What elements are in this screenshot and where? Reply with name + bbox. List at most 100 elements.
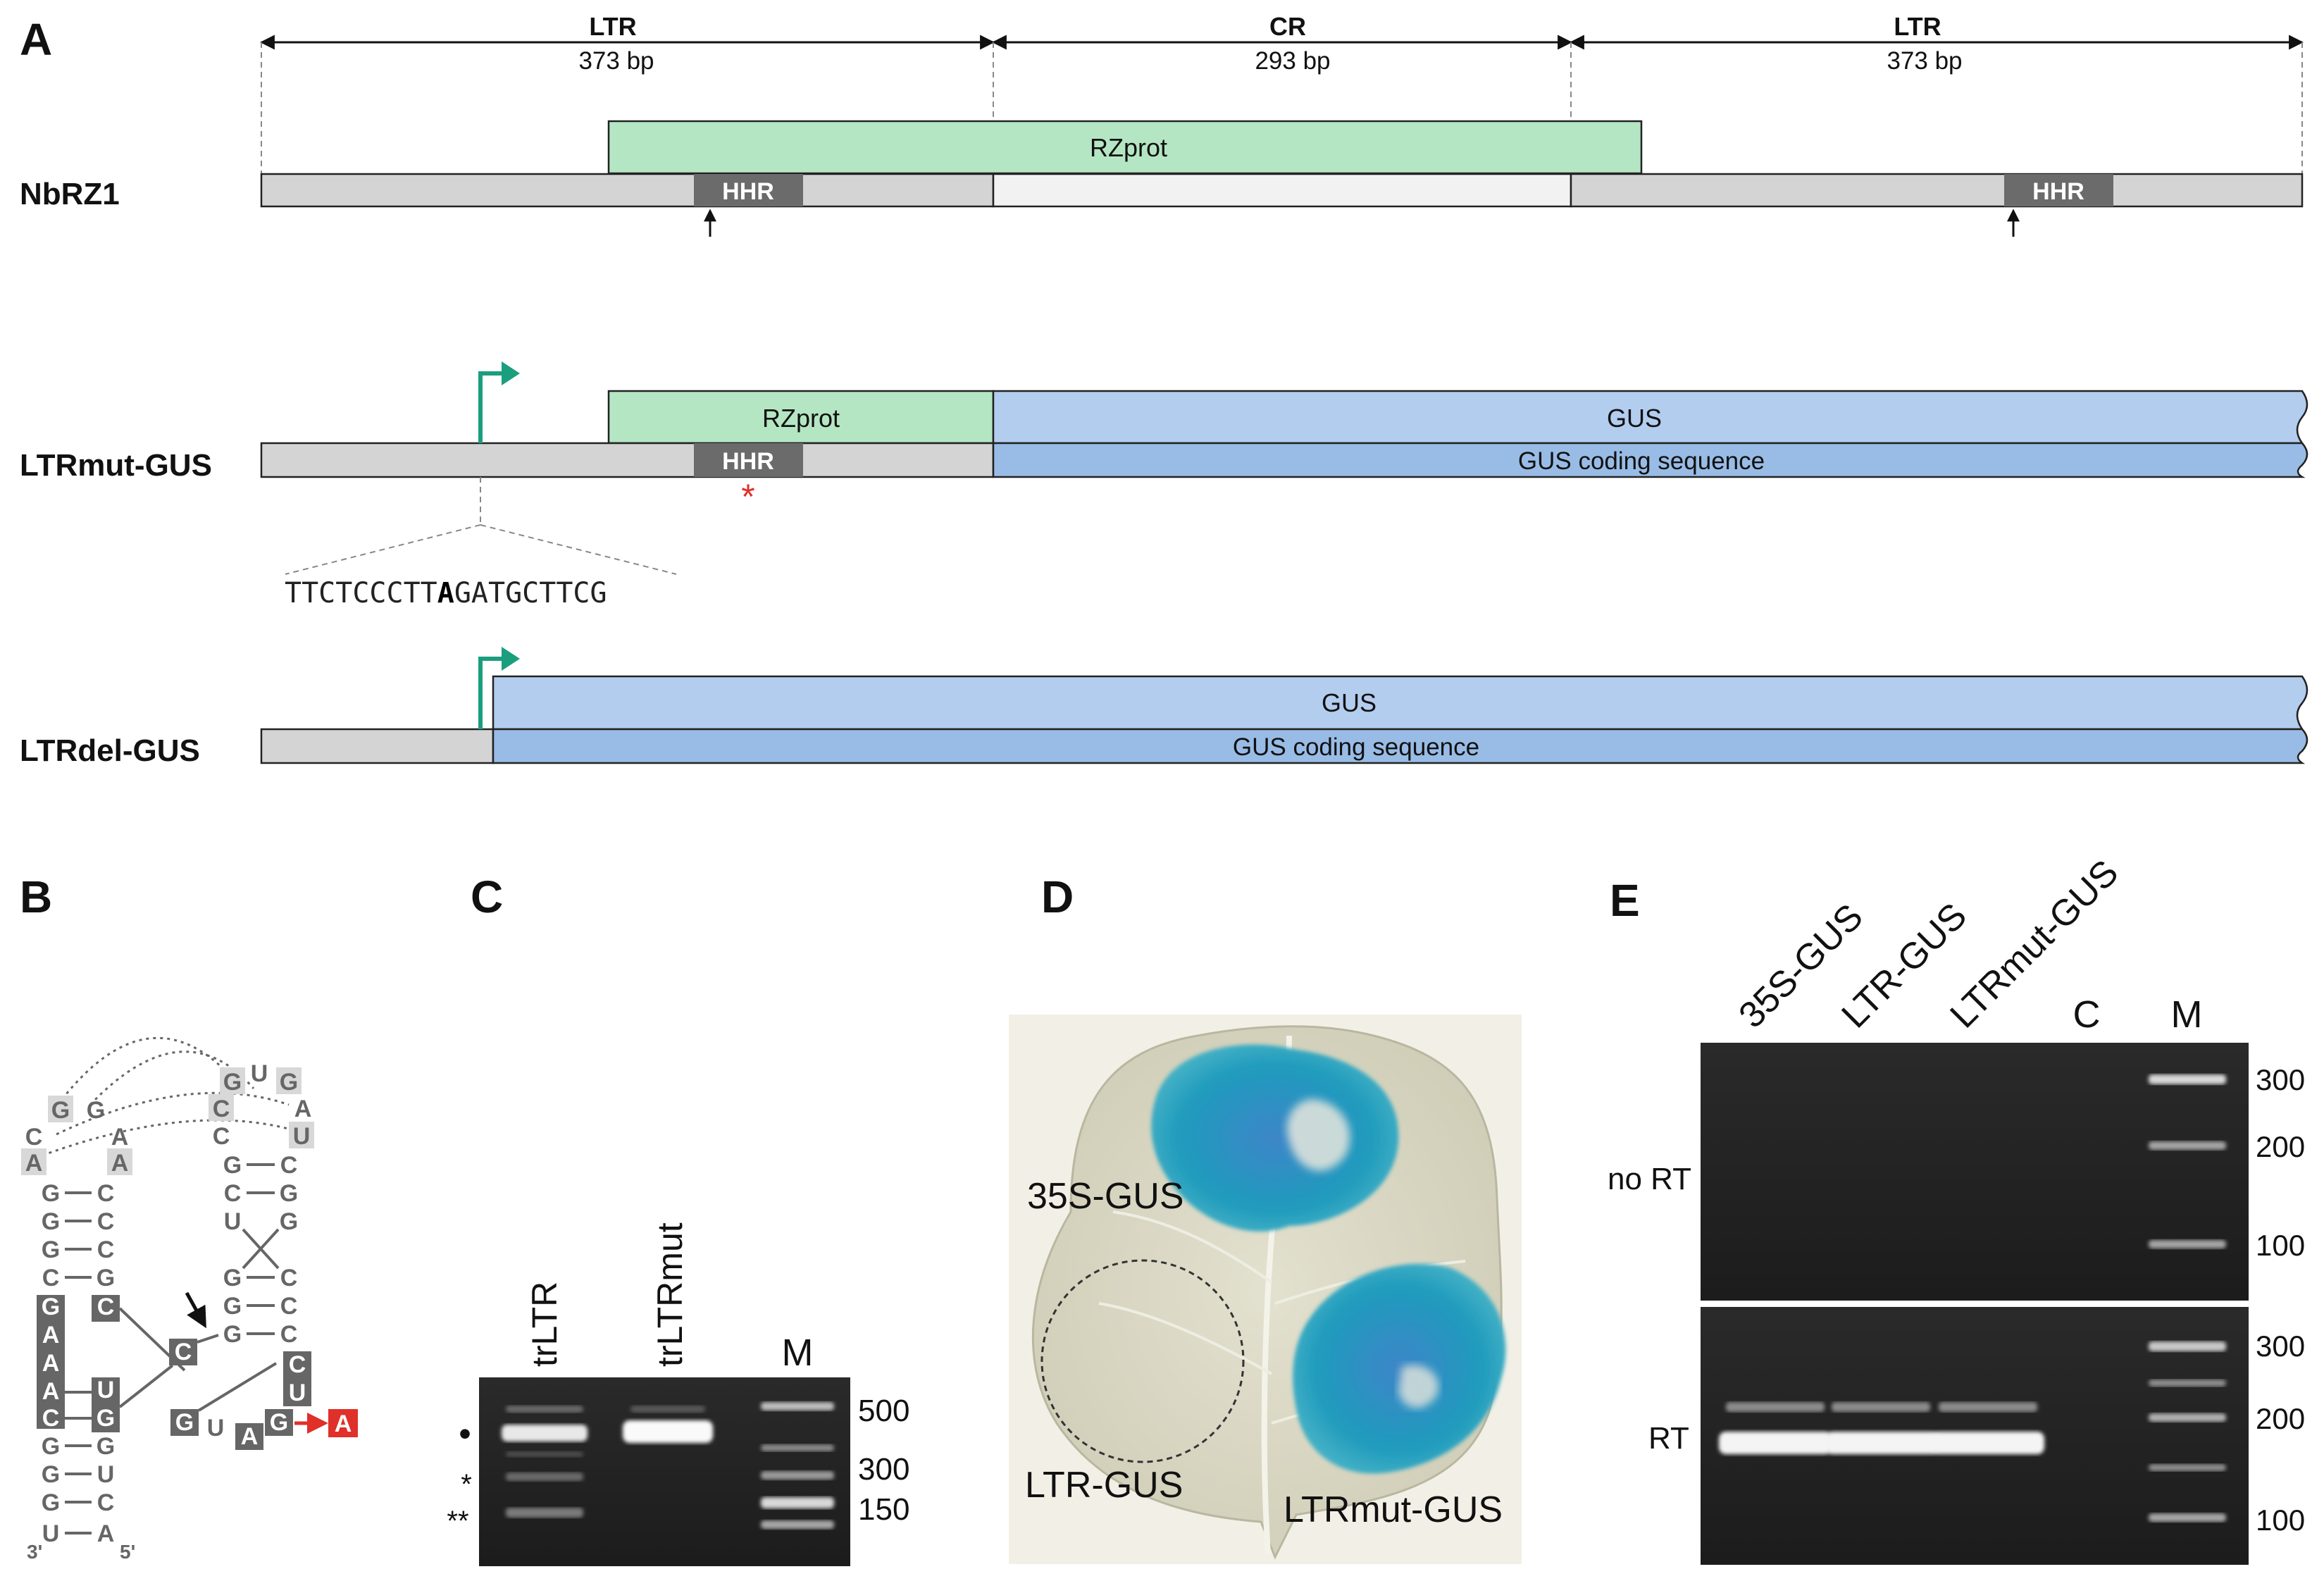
svg-text:A: A <box>42 1322 60 1348</box>
segment-ltr2-name: LTR <box>1894 12 1941 41</box>
svg-text:G: G <box>42 1180 60 1207</box>
construct-nbrz1-label: NbRZ1 <box>20 177 120 211</box>
svg-text:G: G <box>97 1433 115 1460</box>
svg-text:G: G <box>223 1265 242 1291</box>
svg-text:U: U <box>224 1208 242 1235</box>
lane-trltrmut: trLTRmut <box>650 1222 690 1367</box>
construct-ltrmut-label: LTRmut-GUS <box>20 448 212 483</box>
svg-text:C: C <box>224 1180 242 1207</box>
lane-m-e: M <box>2171 993 2203 1036</box>
panel-e-label: E <box>1610 875 1640 926</box>
gel-e: 35S-GUS LTR-GUS LTRmut-GUS C M no RT RT … <box>1608 852 2305 1565</box>
svg-text:G: G <box>223 1152 242 1179</box>
marker-dot: • <box>459 1414 471 1453</box>
svg-text:G: G <box>280 1069 298 1096</box>
svg-text:G: G <box>87 1097 105 1124</box>
svg-text:A: A <box>42 1378 60 1405</box>
size-top-200: 200 <box>2256 1130 2305 1163</box>
size-300: 300 <box>858 1452 909 1487</box>
size-500: 500 <box>858 1394 909 1428</box>
size-bottom-200: 200 <box>2256 1402 2305 1435</box>
leaf-label-ltrmut: LTRmut-GUS <box>1284 1489 1503 1530</box>
svg-text:G: G <box>223 1069 242 1096</box>
row-rt: RT <box>1648 1421 1689 1456</box>
nbrz1-hhr-2: HHR <box>2032 178 2084 205</box>
svg-text:C: C <box>213 1123 230 1150</box>
nbrz1-hhr-1: HHR <box>722 178 774 205</box>
lane-c: C <box>2073 993 2101 1036</box>
svg-text:C: C <box>175 1339 192 1365</box>
svg-text:C: C <box>42 1265 60 1291</box>
size-top-100: 100 <box>2256 1229 2305 1262</box>
svg-text:C: C <box>280 1265 298 1291</box>
svg-text:G: G <box>280 1208 298 1235</box>
row-no-rt: no RT <box>1608 1162 1691 1196</box>
svg-text:A: A <box>335 1410 352 1437</box>
svg-text:G: G <box>97 1405 115 1432</box>
lane-trltr: trLTR <box>525 1282 564 1367</box>
ltr-gus-infiltration-circle <box>1040 1259 1245 1463</box>
svg-text:C: C <box>97 1294 115 1320</box>
svg-text:A: A <box>241 1423 259 1450</box>
leaf-label-ltr: LTR-GUS <box>1025 1465 1183 1506</box>
svg-text:G: G <box>280 1180 298 1207</box>
svg-text:G: G <box>42 1208 60 1235</box>
panel-a-label: A <box>20 14 52 65</box>
leaf-label-35s: 35S-GUS <box>1027 1176 1184 1217</box>
svg-text:5': 5' <box>120 1541 135 1563</box>
svg-text:C: C <box>280 1152 298 1179</box>
ltrmut-rzprot: RZprot <box>762 404 840 433</box>
ltrmut-hhr: HHR <box>722 448 774 475</box>
lane-m: M <box>782 1332 814 1374</box>
svg-text:C: C <box>213 1096 230 1122</box>
svg-text:C: C <box>97 1236 115 1263</box>
size-bottom-100: 100 <box>2256 1504 2305 1537</box>
svg-text:C: C <box>42 1405 60 1432</box>
segment-cr-name: CR <box>1269 12 1306 41</box>
promoter-arrow-ltrdel <box>478 657 506 729</box>
segment-ltr1-size: 373 bp <box>578 47 654 75</box>
marker-star: * <box>461 1469 472 1500</box>
svg-text:A: A <box>294 1096 312 1122</box>
gel-c: trLTR trLTRmut M 500 300 150 • * ** <box>447 1222 909 1566</box>
size-150: 150 <box>858 1492 909 1527</box>
svg-text:G: G <box>223 1293 242 1320</box>
svg-text:C: C <box>97 1180 115 1207</box>
ltrdel-gus: GUS <box>1322 688 1377 717</box>
nbrz1-rzprot: RZprot <box>1090 133 1167 162</box>
svg-text:U: U <box>293 1123 311 1150</box>
svg-text:A: A <box>111 1150 129 1177</box>
cleavage-site-arrow <box>185 1291 206 1329</box>
svg-text:U: U <box>207 1415 225 1442</box>
mutation-asterisk: * <box>741 477 754 516</box>
svg-text:C: C <box>97 1489 115 1516</box>
size-top-300: 300 <box>2256 1063 2305 1096</box>
ltrmut-gus: GUS <box>1607 404 1662 433</box>
svg-text:C: C <box>97 1208 115 1235</box>
marker-double-star: ** <box>447 1506 468 1537</box>
size-bottom-300: 300 <box>2256 1329 2305 1363</box>
svg-text:C: C <box>280 1321 298 1348</box>
svg-text:A: A <box>25 1150 43 1177</box>
ltrmut-gus-coding: GUS coding sequence <box>1518 447 1765 475</box>
ltrmut-construct: RZprot GUS GUS coding sequence HHR * TTC… <box>260 361 2309 609</box>
nbrz1-construct: RZprot HHR HHR <box>260 120 2304 237</box>
segment-ltr2-size: 373 bp <box>1887 47 1962 75</box>
promoter-arrow-ltrmut <box>478 371 506 443</box>
panel-b-label: B <box>20 872 52 922</box>
panel-c-label: C <box>471 872 503 922</box>
svg-text:3': 3' <box>27 1541 42 1563</box>
ltrdel-construct: GUS GUS coding sequence <box>260 647 2309 764</box>
svg-text:G: G <box>42 1294 60 1320</box>
svg-text:G: G <box>42 1489 60 1516</box>
svg-text:G: G <box>223 1321 242 1348</box>
sequence-zoom: TTCTCCCTTAGATGCTTCG <box>285 577 607 609</box>
svg-text:G: G <box>175 1409 194 1436</box>
svg-text:G: G <box>42 1236 60 1263</box>
svg-text:A: A <box>111 1124 129 1151</box>
svg-text:U: U <box>251 1060 268 1087</box>
segment-ltr1-name: LTR <box>589 12 636 41</box>
svg-text:G: G <box>42 1461 60 1488</box>
